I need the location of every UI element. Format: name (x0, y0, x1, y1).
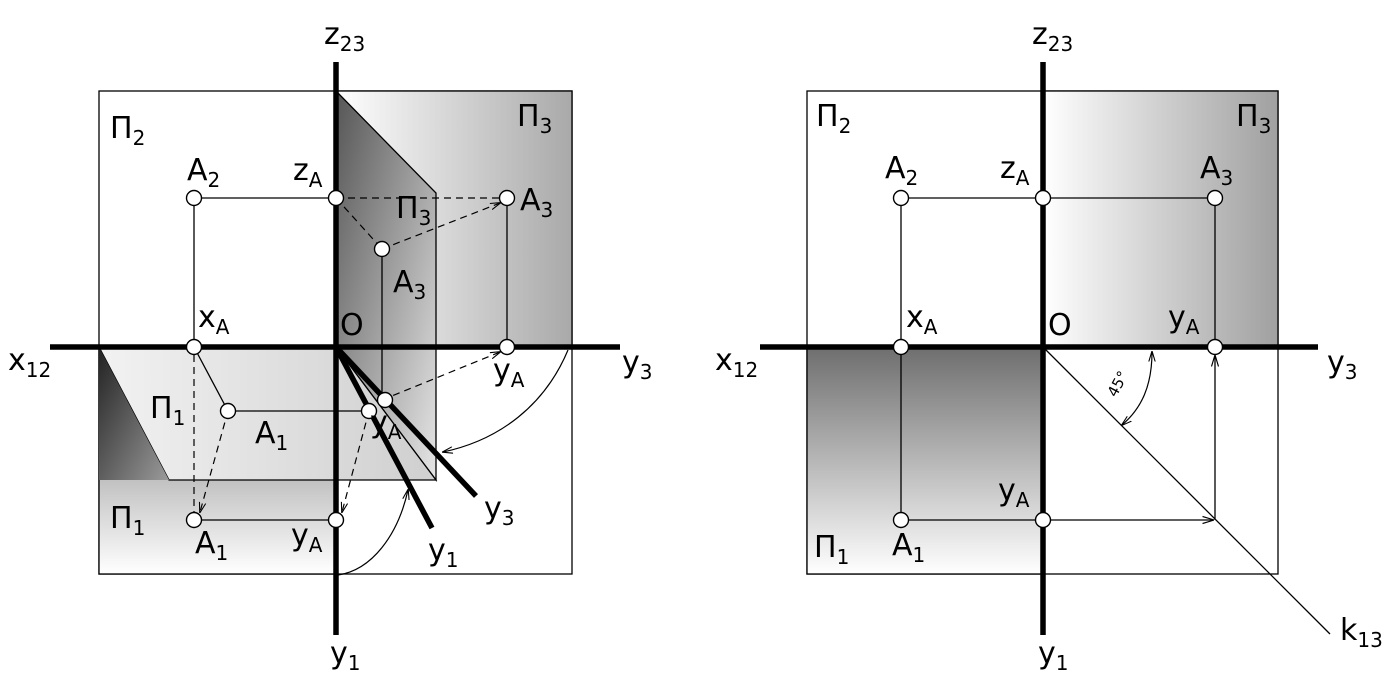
right-diagram: 45° z23 x12 y3 y1 O Π2 Π3 Π1 A2 A3 A1 zA… (715, 17, 1383, 675)
right-label-k13: k13 (1340, 613, 1383, 652)
left-plane-p3-spatial-label: Π3 (396, 191, 431, 230)
right-point-a1-label: A1 (892, 528, 925, 567)
left-points (185, 189, 516, 529)
right-plane-p1 (806, 346, 1044, 575)
right-label-za: zA (1000, 151, 1030, 190)
left-plane-p3-flat-label: Π3 (517, 99, 552, 138)
left-point-a3-spatial-label: A3 (393, 265, 426, 304)
left-diagram: z23 x12 y3 y1 O Π2 Π3 Π3 Π1 Π1 A2 A3 A3 … (8, 17, 653, 675)
left-axis-y3-rotated (333, 345, 479, 498)
right-constant-line-k13 (1042, 346, 1331, 635)
left-axis-z-label: z23 (324, 17, 365, 56)
right-point-a2-label: A2 (885, 151, 918, 190)
right-link-lines (900, 197, 1215, 520)
left-point-a3-flat-label: A3 (520, 183, 553, 222)
left-plane-p1-spatial-label: Π1 (150, 391, 185, 430)
left-label-za: zA (293, 153, 323, 192)
left-point-a1-flat-label: A1 (195, 526, 228, 565)
left-label-ya-y3: yA (493, 353, 525, 392)
right-axis-y3-label: y3 (1327, 345, 1358, 384)
left-axes (50, 62, 620, 635)
left-label-ya-spatial: yA (370, 405, 402, 444)
right-label-xa: xA (906, 300, 938, 339)
left-plane-p1-flat-label: Π1 (110, 501, 145, 540)
left-label-ya-y1: yA (291, 518, 323, 557)
left-arc-y3 (443, 349, 569, 452)
left-origin-label: O (340, 308, 364, 343)
left-axis-y3-rotated-label: y3 (484, 491, 515, 530)
left-axis-y3-label: y3 (622, 345, 653, 384)
right-plane-p3 (1042, 90, 1279, 348)
left-plane-p1-shadow (99, 347, 169, 480)
right-plane-p2-label: Π2 (816, 99, 851, 138)
left-arc-y1 (337, 490, 408, 576)
left-plane-p2-label: Π2 (110, 111, 145, 150)
right-axes (760, 62, 1318, 635)
right-axis-x-label: x12 (715, 343, 758, 382)
right-label-ya-y1: yA (998, 473, 1030, 512)
right-axis-y1-label: y1 (1038, 636, 1069, 675)
left-axis-y1-label: y1 (330, 636, 361, 675)
right-points (892, 189, 1224, 529)
right-axis-z-label: z23 (1032, 17, 1073, 56)
right-angle-arc (1122, 352, 1152, 425)
right-angle-label: 45° (1104, 368, 1132, 400)
right-plane-p1-label: Π1 (814, 530, 849, 569)
left-axis-y1-rotated (333, 345, 435, 530)
right-label-ya-y3: yA (1168, 300, 1200, 339)
right-plane-p3-label: Π3 (1236, 99, 1271, 138)
left-axis-x-label: x12 (8, 343, 51, 382)
left-link-lines (193, 197, 508, 521)
right-point-a3-label: A3 (1200, 151, 1233, 190)
left-point-a1-spatial-label: A1 (255, 416, 288, 455)
right-origin-label: O (1048, 308, 1072, 343)
left-axis-y1-rotated-label: y1 (428, 533, 459, 572)
left-label-xa: xA (198, 300, 230, 339)
left-point-a2-label: A2 (187, 153, 220, 192)
